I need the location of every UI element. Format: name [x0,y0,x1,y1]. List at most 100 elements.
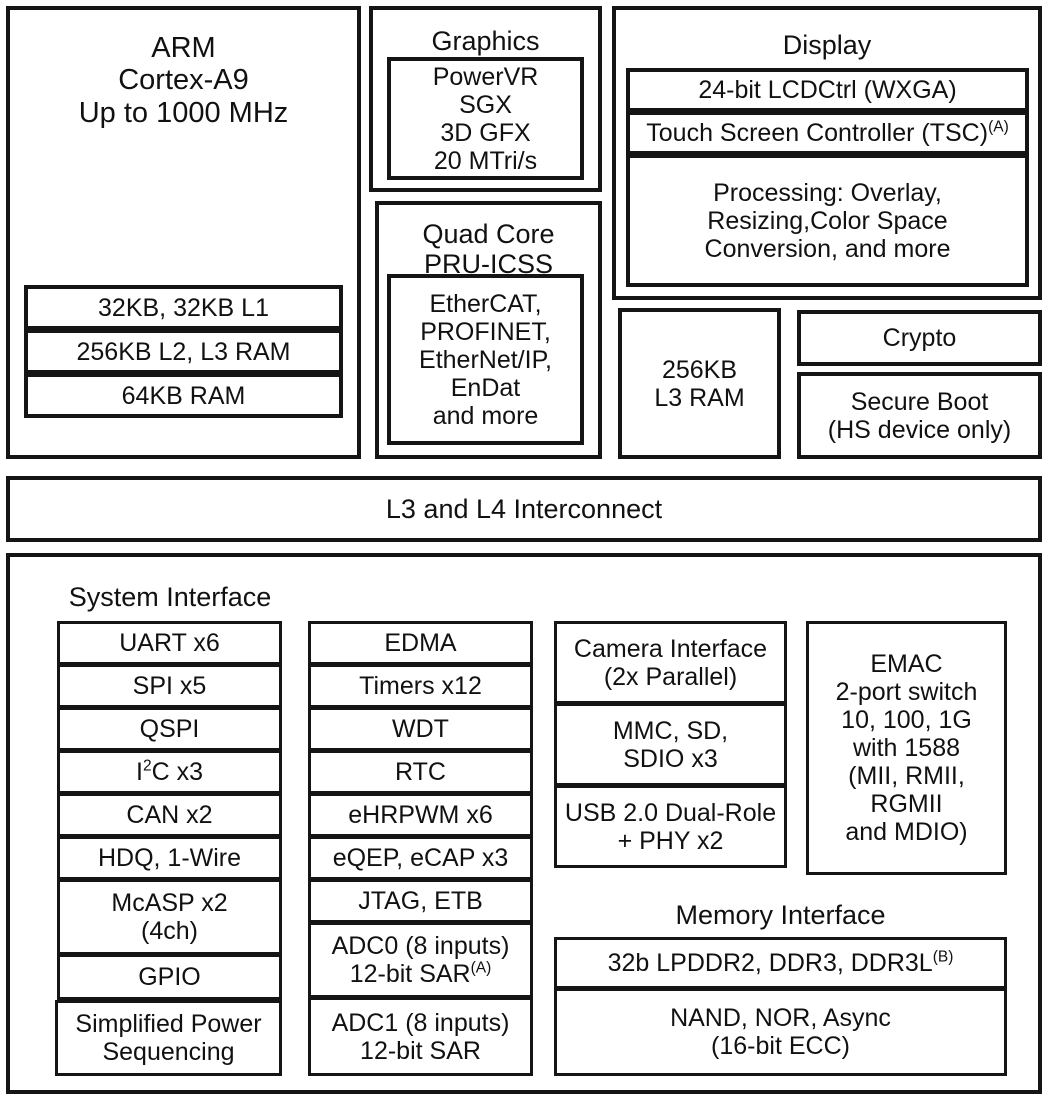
memory-ddr-box: 32b LPDDR2, DDR3, DDR3L(B) [554,937,1007,989]
display-title: Display [782,30,872,60]
sysif-qspi-label: QSPI [139,715,200,743]
graphics-title: Graphics [431,26,540,56]
periph-eqep-label: eQEP, eCAP x3 [332,844,509,872]
mmc-sd-sdio-box: MMC, SD, SDIO x3 [554,703,787,786]
display-tsc-text: Touch Screen Controller (TSC) [646,119,989,147]
l3-ram-line-1: 256KB [661,355,738,384]
display-processing-line-2: Resizing,Color Space [707,206,948,235]
display-processing-box: Processing: Overlay, Resizing,Color Spac… [626,154,1029,287]
periph-adc0-footnote: (A) [470,959,492,977]
camera-interface-box: Camera Interface (2x Parallel) [554,621,787,704]
display-processing-line-3: Conversion, and more [704,234,951,263]
pru-proto-5: and more [432,401,539,430]
sysif-item-i2c: I2C x3 [57,750,282,794]
arm-l1-cache-box: 32KB, 32KB L1 [24,285,343,330]
pru-title-line1: Quad Core [422,219,555,249]
sysif-item-uart: UART x6 [57,621,282,665]
memory-nand-line-1: NAND, NOR, Async [670,1004,891,1032]
graphics-line-4: 20 MTri/s [433,146,538,175]
power-seq-line-1: Simplified Power [75,1010,262,1038]
graphics-line-1: PowerVR [432,62,539,91]
secure-boot-line-2: (HS device only) [827,415,1012,444]
periph-item-jtag-etb: JTAG, ETB [308,879,533,923]
periph-timers-label: Timers x12 [359,672,482,700]
pru-proto-1: EtherCAT, [429,289,542,318]
crypto-block: Crypto [797,310,1042,366]
memory-nand-line-2: (16-bit ECC) [711,1032,850,1060]
emac-box: EMAC 2-port switch 10, 100, 1G with 1588… [806,621,1007,875]
periph-item-adc0: ADC0 (8 inputs) 12-bit SAR(A) [308,922,533,998]
periph-jtag-label: JTAG, ETB [358,887,483,915]
l3-ram-block: 256KB L3 RAM [618,308,781,459]
periph-adc1-line-2: 12-bit SAR [360,1036,481,1065]
periph-adc0-line-2: 12-bit SAR(A) [350,960,492,988]
periph-edma-label: EDMA [384,629,457,657]
emac-line-4: with 1588 [852,734,961,762]
pru-proto-4: EnDat [450,373,521,402]
camera-line-2: (2x Parallel) [603,662,738,691]
graphics-line-2: SGX [459,90,512,119]
periph-item-edma: EDMA [308,621,533,665]
periph-item-adc1: ADC1 (8 inputs) 12-bit SAR [308,997,533,1076]
power-seq-line-2: Sequencing [102,1038,235,1066]
display-tsc-footnote: (A) [988,118,1009,136]
sysif-item-mcasp: McASP x2 (4ch) [57,879,282,955]
sysif-item-hdq: HDQ, 1-Wire [57,836,282,880]
emac-line-6: RGMII [870,790,943,818]
memory-nand-box: NAND, NOR, Async (16-bit ECC) [554,988,1007,1076]
periph-rtc-label: RTC [395,758,446,786]
periph-adc0-sar-text: 12-bit SAR [349,960,471,988]
pru-proto-2: PROFINET, [420,317,551,346]
emac-line-5: (MII, RMII, [848,762,965,790]
system-interface-title: System Interface [68,582,272,612]
display-processing-line-1: Processing: Overlay, [713,178,942,207]
crypto-label: Crypto [882,324,957,352]
sysif-item-qspi: QSPI [57,707,282,751]
l3-ram-line-2: L3 RAM [654,383,745,412]
display-lcd-controller-box: 24-bit LCDCtrl (WXGA) [626,68,1029,112]
mmc-line-2: SDIO x3 [623,744,718,773]
memory-interface-title: Memory Interface [675,900,886,930]
memory-ddr-label: 32b LPDDR2, DDR3, DDR3L(B) [608,949,954,977]
sysif-hdq-label: HDQ, 1-Wire [97,844,242,872]
pru-proto-3: EtherNet/IP, [419,345,552,374]
display-touchscreen-controller-box: Touch Screen Controller (TSC)(A) [626,111,1029,155]
sysif-i2c-label: I2C x3 [136,757,203,786]
usb-line-1: USB 2.0 Dual-Role [564,798,777,827]
sysif-mcasp-line-1: McASP x2 [111,889,228,917]
sysif-item-gpio: GPIO [57,954,282,1000]
periph-adc0-line-1: ADC0 (8 inputs) [331,932,510,960]
pru-protocols-box: EtherCAT, PROFINET, EtherNet/IP, EnDat a… [387,274,584,445]
arm-l2-cache-box: 256KB L2, L3 RAM [24,329,343,374]
mmc-line-1: MMC, SD, [612,716,729,745]
periph-item-eqep-ecap: eQEP, eCAP x3 [308,836,533,880]
arm-ram-label: 64KB RAM [121,381,246,410]
memory-ddr-footnote: (B) [932,948,954,966]
secure-boot-line-1: Secure Boot [850,387,989,416]
sysif-item-can: CAN x2 [57,793,282,837]
sysif-item-spi: SPI x5 [57,664,282,708]
secure-boot-block: Secure Boot (HS device only) [797,372,1042,459]
usb-box: USB 2.0 Dual-Role + PHY x2 [554,785,787,868]
emac-line-2: 2-port switch [835,678,978,706]
graphics-sgx-box: PowerVR SGX 3D GFX 20 MTri/s [387,57,584,180]
arm-clock-label: Up to 1000 MHz [78,96,289,129]
emac-line-3: 10, 100, 1G [841,706,972,734]
arm-label: ARM [151,32,216,64]
arm-l1-label: 32KB, 32KB L1 [98,293,269,322]
emac-line-1: EMAC [870,650,943,678]
periph-item-rtc: RTC [308,750,533,794]
periph-wdt-label: WDT [392,715,449,743]
periph-item-ehrpwm: eHRPWM x6 [308,793,533,837]
periph-item-timers: Timers x12 [308,664,533,708]
sysif-mcasp-line-2: (4ch) [141,917,198,945]
emac-line-7: and MDIO) [845,818,968,846]
periph-ehrpwm-label: eHRPWM x6 [348,801,493,829]
arm-ram-box: 64KB RAM [24,373,343,418]
sysif-gpio-label: GPIO [138,963,201,991]
sysif-power-sequencing-box: Simplified Power Sequencing [55,1000,282,1076]
periph-item-wdt: WDT [308,707,533,751]
sysif-uart-label: UART x6 [119,629,220,657]
arm-core-label: Cortex-A9 [118,64,249,97]
